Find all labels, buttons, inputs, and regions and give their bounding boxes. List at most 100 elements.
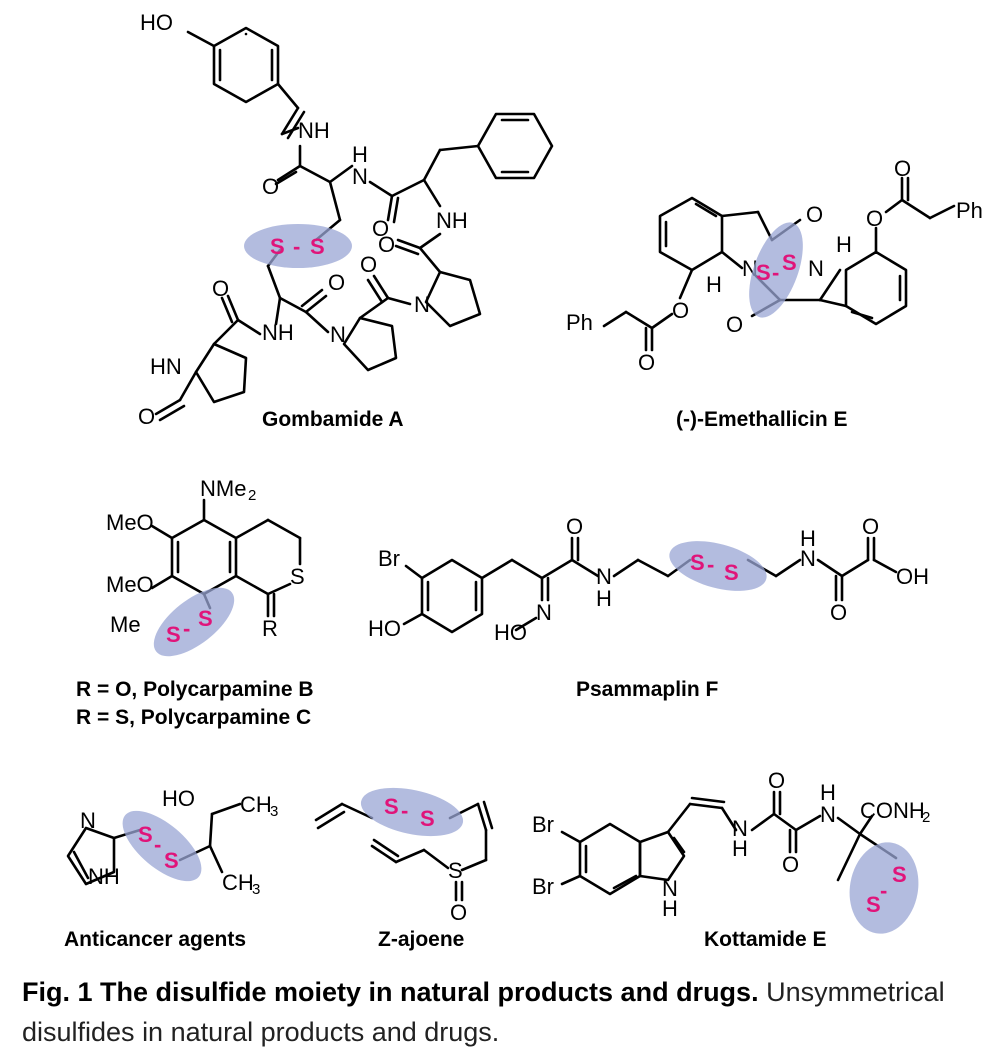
disulfide-s1: S [892,862,907,887]
label-o-7: O [138,404,155,429]
structure-z-ajoene: S O S - S Z-ajoene [314,787,494,951]
label-nh-indole-n: N [662,876,678,901]
label-o-2: O [372,216,389,241]
phenol-ring [212,26,280,104]
structure-anticancer-agent: N NH HO CH 3 CH 3 S - S Anticancer agent… [64,786,278,951]
disulfide-dash: - [154,832,161,857]
label-n-ps2: N [800,546,816,571]
label-o-4: O [360,252,377,277]
label-h-ps: H [596,586,612,611]
disulfide-dash: - [707,552,714,577]
disulfide-s2: S [198,606,213,631]
label-o-ajo: O [450,900,467,925]
label-nme2-sub: 2 [248,487,256,504]
disulfide-highlight [849,842,919,934]
label-ch3-2-sub: 3 [252,881,260,898]
label-ho-anti: HO [162,786,195,811]
structure-emethallicin-e: N H O O N H O O Ph O O Ph S [566,156,983,431]
label-nh-imid: NH [88,864,120,889]
disulfide-dash: - [401,798,408,823]
disulfide-s2: S [724,560,739,585]
label-o-ps2: O [830,600,847,625]
label-br-3: Br [532,874,554,899]
label-br-2: Br [532,812,554,837]
disulfide-highlight [153,587,235,657]
disulfide-s2: S [866,892,881,917]
disulfide-s1: S [384,794,399,819]
compound-name: Psammaplin F [576,678,719,701]
disulfide-dash: - [772,260,779,285]
disulfide-s1: S [138,822,153,847]
label-o-em4: O [894,156,911,181]
label-nh-3: NH [436,208,468,233]
label-me: Me [110,612,141,637]
label-ch3-1: CH [240,792,272,817]
disulfide-highlight [749,222,803,318]
label-nh-top: NH [298,118,330,143]
disulfide-highlight [122,810,202,882]
label-o-ps3: O [862,514,879,539]
label-ch3-1-sub: 3 [270,803,278,820]
label-ho-oxime: HO [494,620,527,645]
label-r: R [262,616,278,641]
label-meo-2: MeO [106,572,154,597]
label-conh2-sub: 2 [922,809,930,826]
proline-ring-1 [424,270,482,328]
disulfide-s2: S [782,250,797,275]
disulfide-dash: - [880,878,887,903]
disulfide-s1: S [756,260,771,285]
compound-name: (-)-Emethallicin E [676,408,848,431]
structure-polycarpamine: NMe 2 S R MeO MeO Me S - S R = O, Polyca… [76,476,314,729]
label-n-kot2: N [820,802,836,827]
label-o-kot2: O [782,852,799,877]
cyclohexadiene-ring-left [658,196,724,272]
structure-psammaplin-f: Br HO N HO O N H H N O O OH S - [368,514,929,701]
benzyl-ring [476,112,554,180]
label-ph-left: Ph [566,310,593,335]
compound-name: Anticancer agents [64,928,246,951]
label-h-kot2: H [820,780,836,805]
bromophenol-ring [420,558,484,634]
label-ho-2: HO [368,616,401,641]
proline-ring-2 [342,316,398,372]
label-s-ajo: S [448,858,463,883]
pyroglutamate-ring [194,342,248,404]
disulfide-s2: S [310,234,325,259]
indole-pyrrole-ring [638,830,686,882]
label-o-em5: O [672,298,689,323]
label-nh-indole-h: H [662,896,678,921]
label-conh2: CONH [860,798,925,823]
label-n-oxime: N [536,600,552,625]
label-meo-1: MeO [106,510,154,535]
label-ph-right: Ph [956,198,983,223]
label-o-3: O [378,232,395,257]
label-n-right: N [808,256,824,281]
disulfide-s1: S [690,550,705,575]
disulfide-highlight [669,541,767,591]
label-hn: HN [150,354,182,379]
label-o-5: O [328,270,345,295]
label-o-kot1: O [768,768,785,793]
label-h-kot1: H [732,836,748,861]
label-o-6: O [212,276,229,301]
label-n-pro2: N [330,322,346,347]
label-ho: HO [140,10,173,35]
structure-gombamide-a: HO NH O H N O NH O [138,10,554,431]
compound-name: Kottamide E [704,928,827,951]
benzene-ring [170,518,238,596]
disulfide-dash: - [183,616,190,641]
label-h-left: H [706,272,722,297]
disulfide-dash: - [293,234,300,259]
label-n-imid: N [80,808,96,833]
label-o-em2: O [726,312,743,337]
label-nme2: NMe [200,476,246,501]
figure-caption: Fig. 1 The disulfide moiety in natural p… [22,972,977,1052]
label-oh-ps: OH [896,564,929,589]
caption-label: Fig. 1 The disulfide moiety in natural p… [22,977,759,1007]
compound-name: Z-ajoene [378,928,464,951]
label-o-em3: O [866,206,883,231]
disulfide-s1: S [270,234,285,259]
disulfide-highlight [244,224,352,268]
label-n-ps: N [596,564,612,589]
